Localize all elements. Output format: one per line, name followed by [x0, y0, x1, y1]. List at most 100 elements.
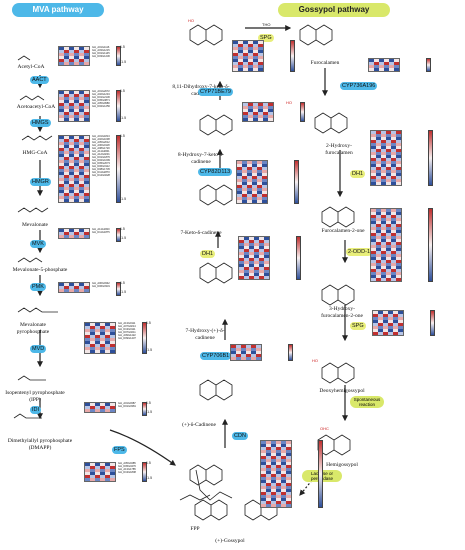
- heatmap-cell: [286, 462, 291, 465]
- heatmap-cell: [95, 475, 100, 478]
- heatmap-cell: [85, 323, 90, 326]
- heatmap-cell: [391, 263, 396, 266]
- heatmap-cell: [373, 320, 378, 323]
- svg-text:HO: HO: [188, 18, 194, 23]
- heatmap-cell: [266, 453, 271, 456]
- heatmap-cell: [381, 209, 386, 212]
- gene-id: GH_D02G1099: [92, 159, 110, 162]
- heatmap-cell: [90, 332, 95, 335]
- heatmap-cell: [254, 252, 259, 255]
- heatmap-cell: [100, 463, 105, 466]
- heatmap-cell: [257, 194, 262, 197]
- heatmap-cell: [69, 148, 74, 151]
- gene-id: GH_A09G1422: [118, 334, 136, 337]
- heatmap-cell: [266, 471, 271, 474]
- scale-min-label: -1.5: [120, 116, 127, 120]
- color-scale-bar: [428, 208, 433, 282]
- heatmap-aact: [58, 46, 90, 66]
- heatmap-cell: [386, 161, 391, 164]
- heatmap-cell: [69, 184, 74, 187]
- heatmap-cell: [276, 441, 281, 444]
- heatmap-cell: [393, 311, 398, 314]
- gene-id: GH_A11G2841: [92, 150, 110, 153]
- heatmap-cell: [74, 181, 79, 184]
- heatmap-cell: [266, 468, 271, 471]
- heatmap-cell: [376, 158, 381, 161]
- heatmap-cell: [261, 489, 266, 492]
- heatmap-cell: [69, 229, 74, 232]
- heatmap-cell: [247, 188, 252, 191]
- heatmap-cell: [376, 233, 381, 236]
- heatmap-cell: [396, 173, 401, 176]
- heatmap-cell: [396, 134, 401, 137]
- heatmap-cell: [79, 56, 84, 59]
- heatmap-cell: [381, 263, 386, 266]
- heatmap-cell: [249, 246, 254, 249]
- heatmap-cell: [247, 179, 252, 182]
- heatmap-cell: [252, 194, 257, 197]
- heatmap-cell: [254, 267, 259, 270]
- heatmap-cell: [74, 187, 79, 190]
- heatmap-cell: [381, 269, 386, 272]
- heatmap-cell: [74, 50, 79, 53]
- heatmap-cell: [391, 134, 396, 137]
- heatmap-cell: [239, 252, 244, 255]
- heatmap-cell: [373, 332, 378, 335]
- heatmap-cell: [381, 161, 386, 164]
- heatmap-cell: [247, 170, 252, 173]
- heatmap-cell: [391, 242, 396, 245]
- heatmap-cell: [238, 53, 243, 56]
- heatmap-cell: [374, 65, 379, 68]
- heatmap-cell: [271, 444, 276, 447]
- heatmap-cell: [257, 161, 262, 164]
- heatmap-cell: [100, 478, 105, 481]
- heatmap-cell: [381, 233, 386, 236]
- heatmap-cell: [381, 215, 386, 218]
- heatmap-cell: [386, 263, 391, 266]
- heatmap-cell: [110, 472, 115, 475]
- heatmap-cell: [391, 278, 396, 281]
- heatmap-cell: [239, 273, 244, 276]
- heatmap-cell: [258, 118, 263, 121]
- heatmap-cell: [85, 469, 90, 472]
- heatmap-cell: [371, 140, 376, 143]
- heatmap-cell: [253, 56, 258, 59]
- heatmap-cell: [376, 143, 381, 146]
- heatmap-cell: [246, 357, 251, 360]
- gene-id: GH_D06G0331: [92, 285, 110, 288]
- heatmap-cell: [74, 178, 79, 181]
- heatmap-gossypol-0: [232, 40, 264, 72]
- heatmap-cell: [369, 59, 374, 62]
- heatmap-cell: [74, 91, 79, 94]
- heatmap-cell: [271, 453, 276, 456]
- heatmap-cell: [252, 200, 257, 203]
- heatmap-cell: [64, 97, 69, 100]
- heatmap-cell: [243, 41, 248, 44]
- heatmap-cell: [262, 188, 267, 191]
- heatmap-cell: [386, 260, 391, 263]
- color-scale-bar: [116, 282, 121, 296]
- heatmap-cell: [281, 501, 286, 504]
- heatmap-cell: [249, 249, 254, 252]
- heatmap-cell: [252, 173, 257, 176]
- heatmap-cell: [371, 182, 376, 185]
- heatmap-cell: [237, 173, 242, 176]
- heatmap-cell: [100, 344, 105, 347]
- heatmap-cell: [84, 118, 89, 121]
- heatmap-cell: [85, 341, 90, 344]
- heatmap-cell: [391, 272, 396, 275]
- heatmap-cell: [74, 53, 79, 56]
- heatmap-cell: [84, 50, 89, 53]
- heatmap-cell: [79, 187, 84, 190]
- heatmap-cell: [389, 68, 394, 71]
- heatmap-cell: [391, 164, 396, 167]
- heatmap-cell: [84, 62, 89, 65]
- heatmap-cell: [276, 474, 281, 477]
- heatmap-cell: [242, 173, 247, 176]
- heatmap-cell: [69, 160, 74, 163]
- heatmap-cell: [258, 47, 263, 50]
- heatmap-cell: [393, 314, 398, 317]
- heatmap-cell: [237, 179, 242, 182]
- heatmap-cell: [253, 50, 258, 53]
- heatmap-cell: [381, 260, 386, 263]
